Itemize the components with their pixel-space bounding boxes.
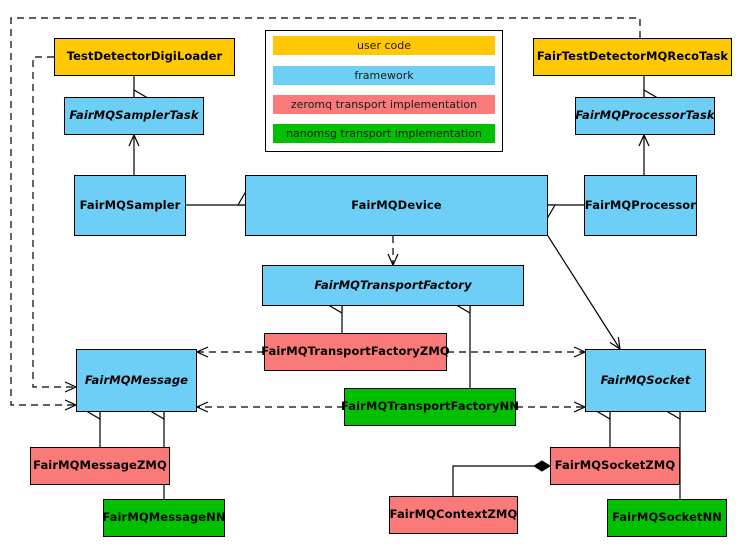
class-node-FairMQTransportFactory[interactable]: FairMQTransportFactory (262, 265, 524, 306)
edge-contextzmq-to-socketzmq (452, 460, 551, 496)
composition-edges (452, 460, 551, 496)
class-node-label: FairMQSampler (79, 197, 181, 212)
class-node-label: FairMQProcessor (584, 197, 697, 212)
legend-item-framework: framework (273, 66, 495, 85)
class-node-FairMQMessage[interactable]: FairMQMessage (76, 349, 197, 412)
class-node-FairMQMessageNN[interactable]: FairMQMessageNN (102, 499, 226, 537)
class-node-label: FairMQProcessorTask (575, 108, 715, 123)
legend-label-framework: framework (354, 69, 414, 82)
class-node-FairMQTransportFactoryZMQ[interactable]: FairMQTransportFactoryZMQ (261, 333, 450, 371)
class-node-FairMQSocketZMQ[interactable]: FairMQSocketZMQ (550, 447, 680, 485)
class-node-FairMQSampler[interactable]: FairMQSampler (74, 175, 186, 236)
edge-device-to-socket (547, 235, 621, 351)
class-node-FairMQProcessorTask[interactable]: FairMQProcessorTask (575, 97, 715, 135)
class-node-label: FairMQDevice (351, 197, 442, 212)
class-node-FairMQSocket[interactable]: FairMQSocket (585, 349, 706, 412)
class-node-label: FairMQMessage (84, 372, 189, 387)
class-node-label: FairMQTransportFactoryNN (340, 399, 520, 414)
legend-label-user-code: user code (356, 39, 412, 52)
class-node-label: FairMQSamplerTask (69, 108, 199, 123)
class-node-FairMQProcessor[interactable]: FairMQProcessor (584, 175, 697, 236)
class-node-label: FairMQMessageZMQ (33, 458, 167, 473)
association-edges (128, 133, 650, 351)
legend-label-zeromq: zeromq transport implementation (290, 98, 478, 111)
class-node-label: FairMQMessageNN (102, 510, 226, 525)
class-node-label: FairMQContextZMQ (389, 507, 518, 522)
class-node-label: FairTestDetectorMQRecoTask (536, 49, 729, 64)
legend-item-nanomsg: nanomsg transport implementation (273, 124, 495, 143)
class-node-FairMQContextZMQ[interactable]: FairMQContextZMQ (389, 496, 518, 534)
legend-label-nanomsg: nanomsg transport implementation (286, 127, 482, 140)
class-node-FairMQMessageZMQ[interactable]: FairMQMessageZMQ (30, 447, 170, 485)
class-node-label: FairMQSocketNN (611, 510, 723, 525)
class-node-TestDetectorDigiLoader[interactable]: TestDetectorDigiLoader (54, 38, 235, 76)
class-node-label: TestDetectorDigiLoader (66, 49, 223, 64)
legend-item-zeromq: zeromq transport implementation (273, 95, 495, 114)
legend-item-user-code: user code (273, 36, 495, 55)
class-node-FairMQDevice[interactable]: FairMQDevice (245, 175, 548, 236)
class-node-label: FairMQTransportFactoryZMQ (261, 344, 450, 359)
class-node-FairTestDetectorMQRecoTask[interactable]: FairTestDetectorMQRecoTask (533, 38, 732, 76)
class-node-label: FairMQSocket (600, 372, 691, 387)
class-node-FairMQTransportFactoryNN[interactable]: FairMQTransportFactoryNN (340, 388, 520, 426)
class-node-FairMQSocketNN[interactable]: FairMQSocketNN (607, 499, 727, 537)
class-node-FairMQSamplerTask[interactable]: FairMQSamplerTask (64, 97, 204, 135)
class-node-label: FairMQTransportFactory (314, 277, 472, 292)
class-node-label: FairMQSocketZMQ (554, 458, 676, 473)
